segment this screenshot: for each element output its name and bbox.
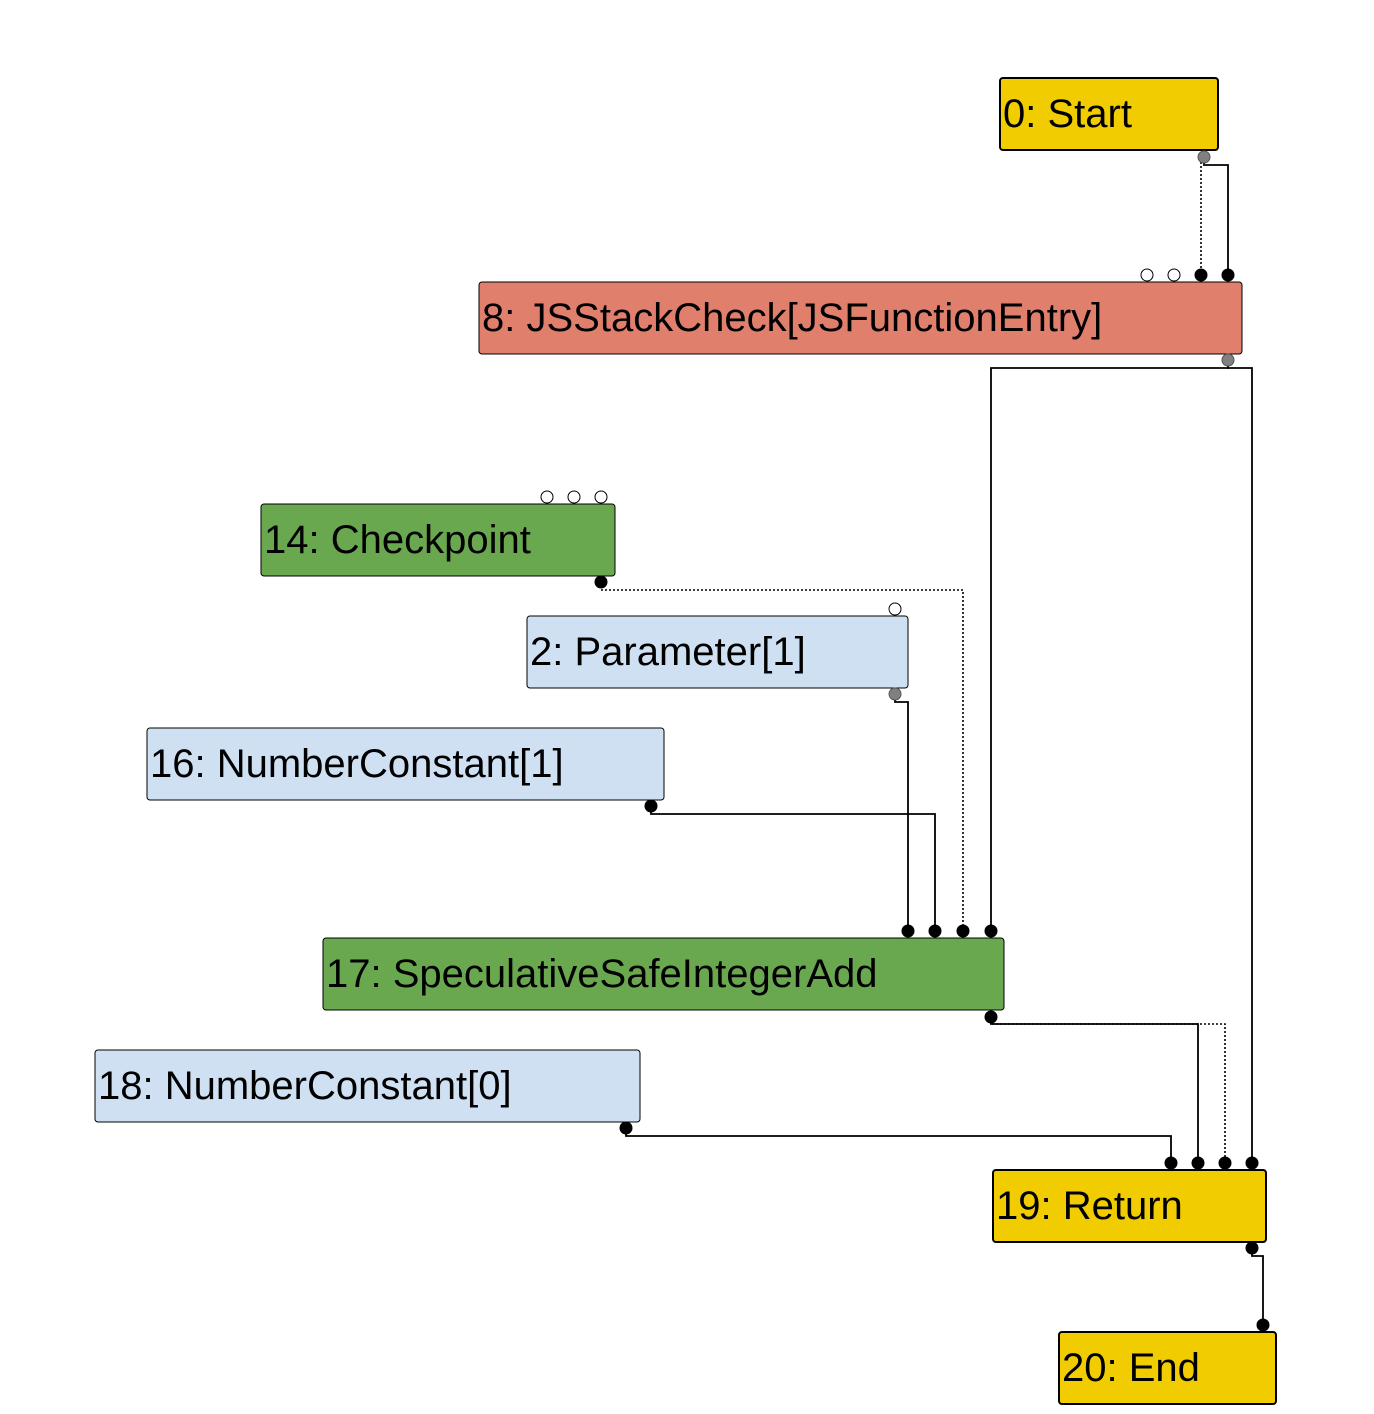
- node-box: [526, 615, 909, 689]
- edge-port: [1191, 1156, 1205, 1170]
- edge-n17-n19-solid: [990, 1017, 1199, 1163]
- unconnected-port: [594, 490, 608, 504]
- node-n0[interactable]: 0: Start: [999, 77, 1219, 151]
- node-box: [992, 1169, 1267, 1243]
- edge-port: [956, 924, 970, 938]
- edge-port: [984, 1010, 998, 1024]
- edge-port: [1221, 353, 1235, 367]
- unconnected-port: [1167, 268, 1181, 282]
- unconnected-port: [567, 490, 581, 504]
- node-label: 17: SpeculativeSafeIntegerAdd: [326, 952, 878, 996]
- node-box: [260, 503, 616, 577]
- edge-port: [1221, 268, 1235, 282]
- edge-port: [1245, 1156, 1259, 1170]
- edge-port: [644, 799, 658, 813]
- unconnected-port: [540, 490, 554, 504]
- node-label: 18: NumberConstant[0]: [98, 1064, 512, 1108]
- node-n20[interactable]: 20: End: [1058, 1331, 1277, 1405]
- edge-port: [594, 575, 608, 589]
- edge-n16-n17-solid: [650, 806, 936, 931]
- node-label: 19: Return: [996, 1184, 1183, 1228]
- edge-port: [928, 924, 942, 938]
- unconnected-port: [888, 602, 902, 616]
- node-n16[interactable]: 16: NumberConstant[1]: [146, 727, 665, 801]
- node-box: [999, 77, 1219, 151]
- edges-layer: [600, 156, 1264, 1325]
- edge-port: [1218, 1156, 1232, 1170]
- edge-n17-n19-dotted: [990, 1017, 1226, 1163]
- node-n8[interactable]: 8: JSStackCheck[JSFunctionEntry]: [478, 281, 1243, 355]
- node-box: [146, 727, 665, 801]
- edge-n0-n8-solid: [1203, 157, 1229, 275]
- edge-port: [1245, 1241, 1259, 1255]
- node-box: [1058, 1331, 1277, 1405]
- unconnected-port: [1140, 268, 1154, 282]
- node-label: 2: Parameter[1]: [530, 630, 806, 674]
- node-n14[interactable]: 14: Checkpoint: [260, 503, 616, 577]
- edge-n8-n19-solid: [1227, 360, 1253, 1163]
- edge-port: [888, 687, 902, 701]
- edge-port: [901, 924, 915, 938]
- edge-n8-n17-solid: [990, 360, 1229, 931]
- edge-port: [1197, 150, 1211, 164]
- node-label: 8: JSStackCheck[JSFunctionEntry]: [482, 296, 1102, 340]
- node-box: [94, 1049, 641, 1123]
- edge-port: [984, 924, 998, 938]
- node-label: 14: Checkpoint: [264, 518, 531, 562]
- edge-port: [1164, 1156, 1178, 1170]
- edge-n18-n19-solid: [625, 1128, 1172, 1163]
- edge-port: [1256, 1318, 1270, 1332]
- node-n18[interactable]: 18: NumberConstant[0]: [94, 1049, 641, 1123]
- edge-port: [619, 1121, 633, 1135]
- node-label: 20: End: [1062, 1346, 1200, 1390]
- edge-port: [1194, 268, 1208, 282]
- node-label: 16: NumberConstant[1]: [150, 742, 564, 786]
- edge-n19-n20-solid: [1251, 1248, 1264, 1325]
- nodes-layer: 0: Start 8: JSStackCheck[JSFunctionEntry]…: [94, 77, 1277, 1405]
- node-n19[interactable]: 19: Return: [992, 1169, 1267, 1243]
- edge-n2-n17-solid: [894, 694, 909, 931]
- edge-n0-n8-dotted: [1200, 156, 1204, 275]
- node-box: [322, 937, 1005, 1011]
- node-box: [478, 281, 1243, 355]
- node-n2[interactable]: 2: Parameter[1]: [526, 615, 909, 689]
- ports-layer: [540, 150, 1270, 1332]
- node-label: 0: Start: [1003, 92, 1132, 136]
- node-n17[interactable]: 17: SpeculativeSafeIntegerAdd: [322, 937, 1005, 1011]
